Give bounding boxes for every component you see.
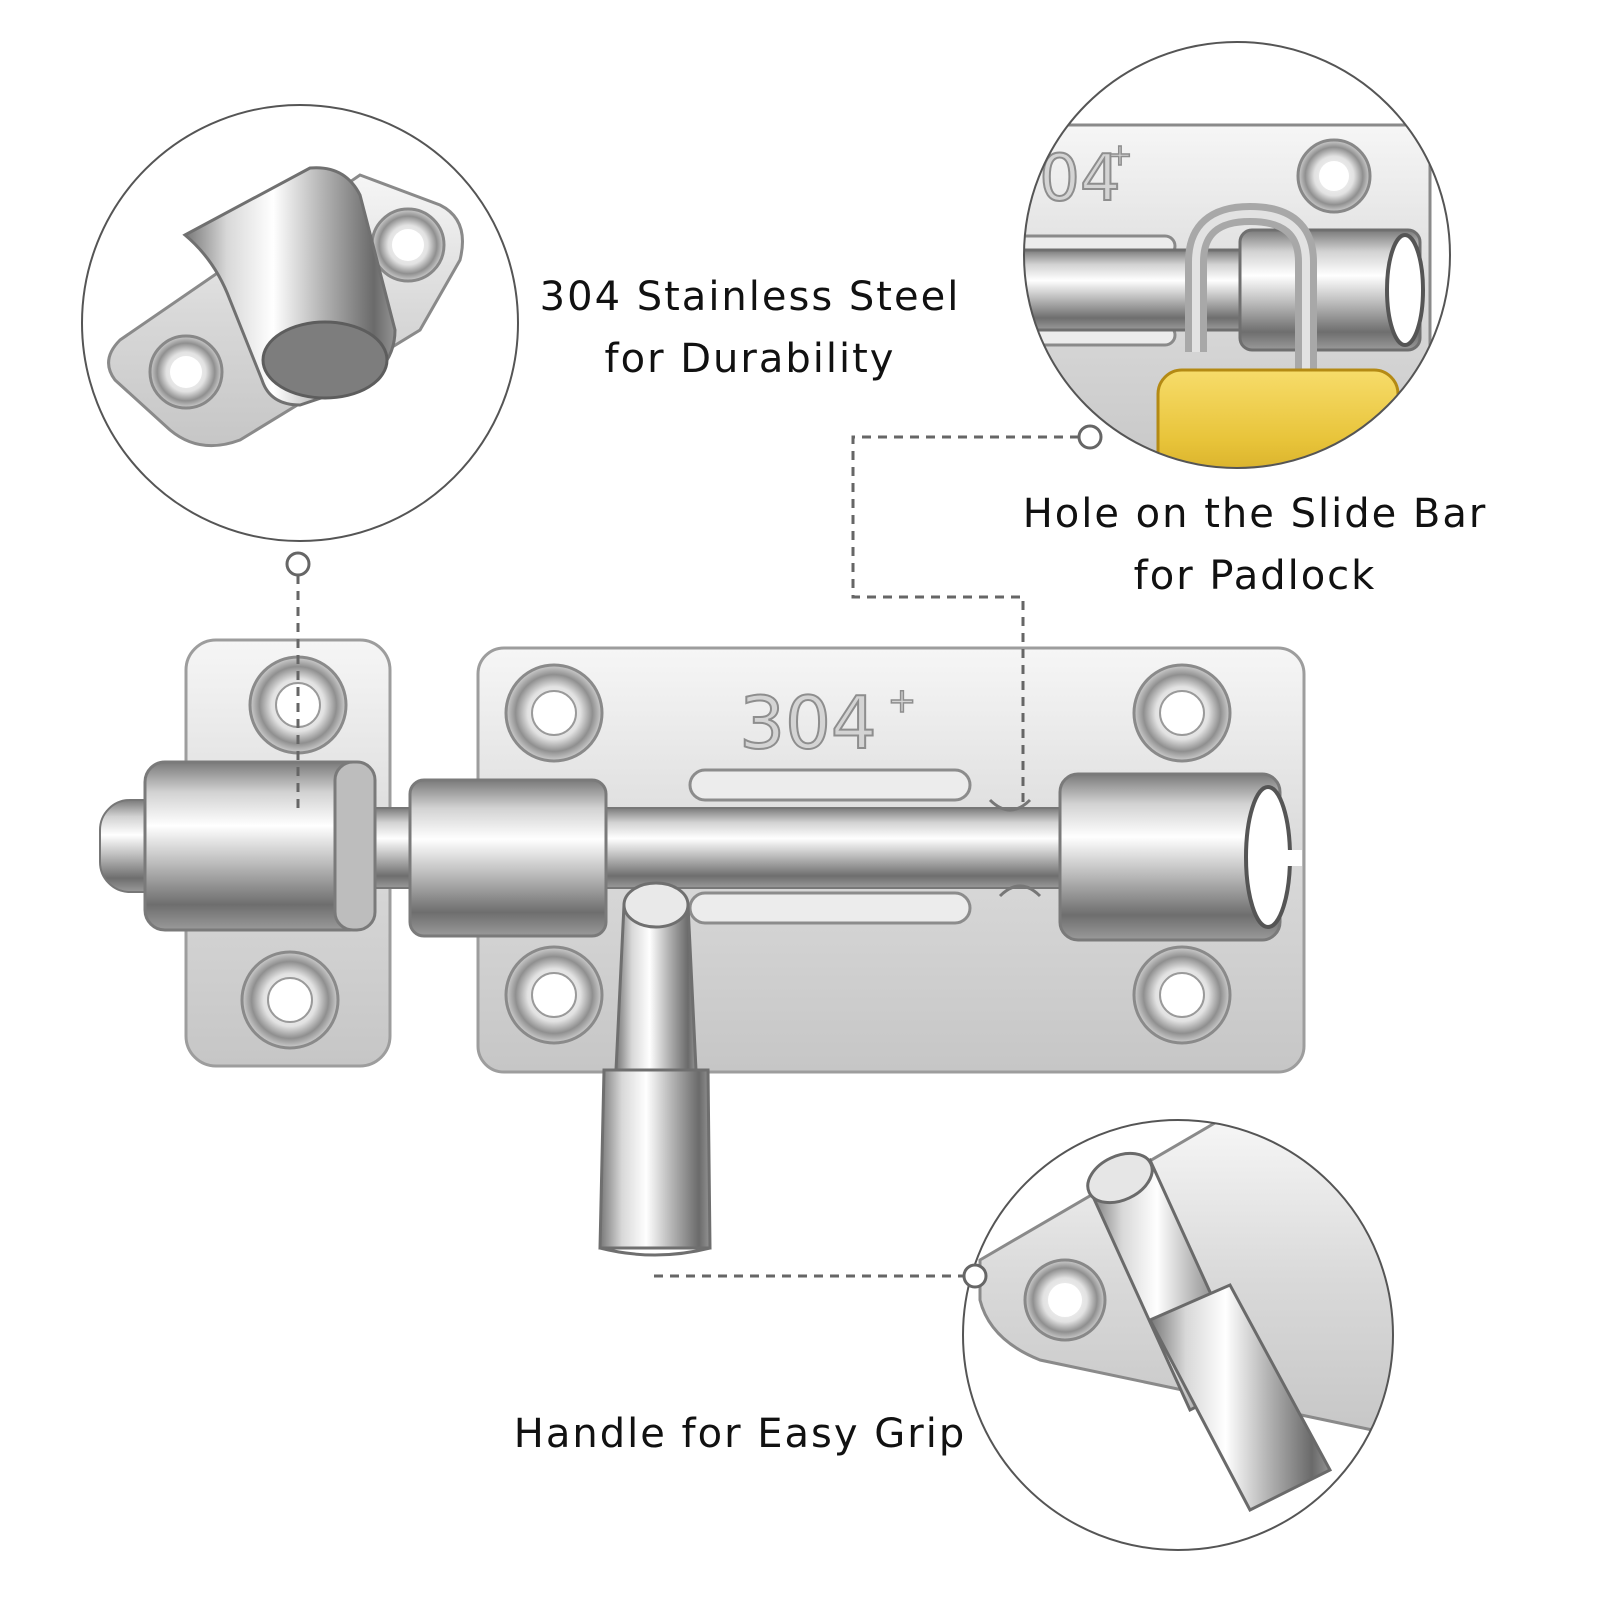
engraving-304: 04: [1039, 142, 1120, 216]
zoom-circle-outline: [1023, 41, 1451, 469]
zoom-circle-padlock: 04 +: [1023, 41, 1451, 469]
caption-line: for Padlock: [1133, 553, 1377, 599]
leader-lines: [296, 435, 1079, 1278]
barrel-housing: [408, 778, 608, 938]
barrel-bolt-latch: 304 +: [99, 638, 1306, 1257]
caption-line: 304 Stainless Steel: [539, 274, 961, 320]
bolt-shaft: [589, 807, 1061, 889]
leader-line-padlock-hole: [851, 435, 1079, 805]
guide-slot: [688, 891, 972, 925]
caption-padlock-hole: Hole on the Slide Bar for Padlock: [1010, 483, 1500, 607]
zoom-circle-outline: [81, 104, 519, 542]
leader-dot: [962, 1263, 988, 1289]
leader-dot: [1077, 424, 1103, 450]
bolt-handle: [598, 881, 712, 1257]
zoom-circle-outline: [962, 1119, 1394, 1551]
caption-handle-grip: Handle for Easy Grip: [490, 1403, 990, 1465]
handle-grip: [1147, 1283, 1333, 1512]
caption-stainless-steel: 304 Stainless Steel for Durability: [520, 266, 980, 390]
zoom-circle-handle: [962, 1119, 1394, 1551]
caption-line: Handle for Easy Grip: [513, 1411, 967, 1457]
caption-line: for Durability: [604, 336, 896, 382]
engraving-304: 304: [739, 681, 876, 765]
engraving-mark: +: [888, 681, 917, 721]
caption-line: Hole on the Slide Bar: [1022, 491, 1488, 537]
guide-slot: [688, 768, 972, 802]
zoom-circle-keeper: [81, 104, 519, 542]
leader-dot: [285, 551, 311, 577]
engraving-mark: +: [1107, 138, 1132, 173]
padlock-notch: [988, 798, 1042, 898]
